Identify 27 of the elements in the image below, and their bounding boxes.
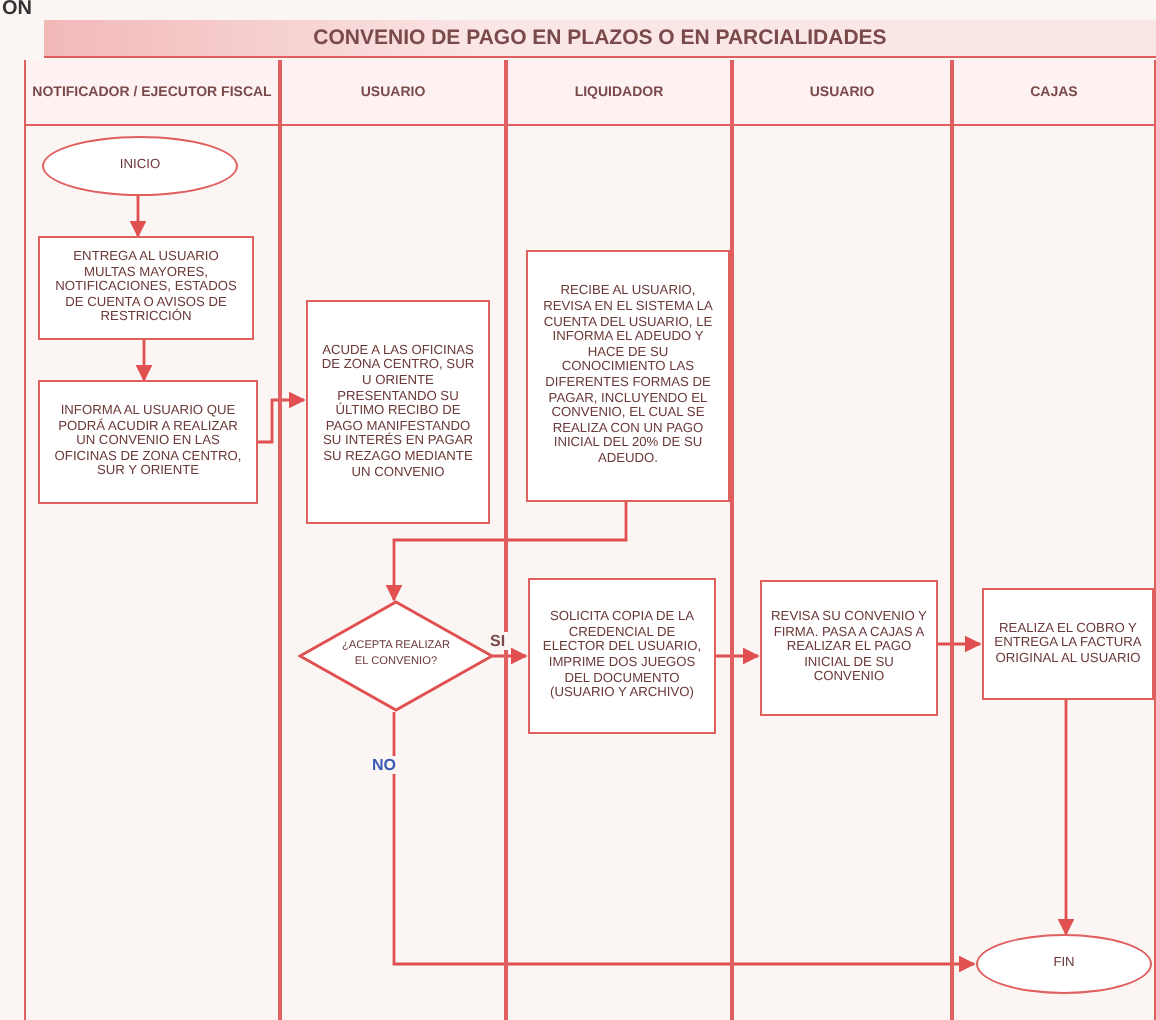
heading-fragment: ON bbox=[2, 0, 32, 20]
arrow bbox=[1057, 700, 1075, 936]
process-box bbox=[528, 578, 716, 734]
process-box bbox=[38, 380, 258, 504]
swimlane bbox=[24, 60, 280, 1020]
swimlane bbox=[952, 60, 1156, 1020]
terminator-ellipse bbox=[976, 934, 1152, 994]
process-box bbox=[38, 236, 254, 340]
swimlane bbox=[280, 60, 506, 1020]
title-banner: CONVENIO DE PAGO EN PLAZOS O EN PARCIALIDADES bbox=[44, 20, 1156, 58]
edge-label: NO bbox=[370, 756, 398, 774]
decision-diamond bbox=[298, 600, 494, 712]
process-box bbox=[306, 300, 490, 524]
arrow bbox=[714, 647, 760, 665]
swimlane bbox=[732, 60, 952, 1020]
arrow bbox=[936, 635, 982, 653]
process-box bbox=[526, 250, 730, 502]
process-box bbox=[760, 580, 938, 716]
arrow bbox=[392, 712, 976, 973]
arrow bbox=[492, 647, 528, 665]
arrow bbox=[385, 502, 628, 602]
swimlane bbox=[506, 60, 732, 1020]
arrow bbox=[135, 340, 153, 382]
arrow bbox=[129, 196, 147, 238]
process-box bbox=[982, 588, 1154, 700]
arrow bbox=[256, 391, 306, 444]
edge-label: SI bbox=[488, 632, 508, 650]
